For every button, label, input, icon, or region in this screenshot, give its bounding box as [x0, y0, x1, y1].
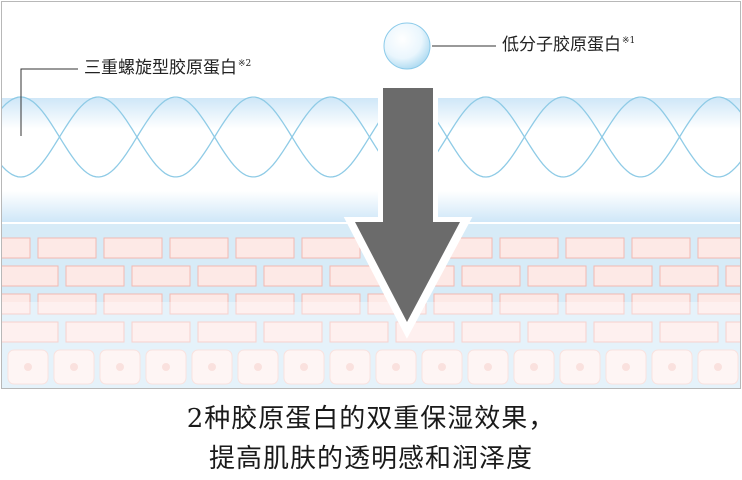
skin-cell-brick	[499, 293, 559, 315]
skin-cell-brick	[263, 265, 323, 287]
cell-nucleus	[392, 363, 400, 371]
helix-band	[2, 98, 740, 222]
low-molecular-text: 低分子胶原蛋白	[502, 35, 621, 55]
cell-nucleus	[254, 363, 262, 371]
skin-cells-layer	[2, 237, 740, 343]
down-arrow-icon	[343, 83, 473, 339]
triple-helix-label: 三重螺旋型胶原蛋白※2	[84, 60, 251, 77]
triple-helix-text: 三重螺旋型胶原蛋白	[84, 58, 237, 78]
skin-cell-brick	[131, 265, 191, 287]
skin-cell-brick	[461, 265, 521, 287]
skin-cell-brick	[697, 293, 740, 315]
skin-cell-brick	[499, 237, 559, 259]
skin-cell-brick	[37, 237, 97, 259]
cell-nucleus	[668, 363, 676, 371]
skin-cell-brick	[593, 321, 653, 343]
cell-nucleus	[576, 363, 584, 371]
collagen-helix	[2, 96, 740, 178]
basal-cells-layer	[7, 349, 739, 385]
cell-nucleus	[714, 363, 722, 371]
cell-nucleus	[300, 363, 308, 371]
diagram-panel: 三重螺旋型胶原蛋白※2 低分子胶原蛋白※1	[1, 1, 741, 389]
helix-strand	[2, 96, 740, 178]
skin-cell-brick	[235, 293, 295, 315]
skin-cell-brick	[197, 321, 257, 343]
skin-cell-brick	[527, 265, 587, 287]
cell-nucleus	[346, 363, 354, 371]
skin-cell-brick	[2, 237, 31, 259]
cell-nucleus	[530, 363, 538, 371]
skin-cell-brick	[2, 321, 59, 343]
skin-cell-brick	[461, 321, 521, 343]
cell-nucleus	[162, 363, 170, 371]
fade-overlay	[2, 302, 740, 388]
skin-cell-brick	[565, 293, 625, 315]
skin-cell-brick	[301, 237, 361, 259]
skin-layers-diagram	[2, 22, 740, 388]
skin-cell-brick	[593, 265, 653, 287]
cell-nucleus	[24, 363, 32, 371]
skin-cell-brick	[329, 321, 389, 343]
triple-helix-leader	[20, 68, 78, 136]
skin-cell-brick	[169, 237, 229, 259]
cell-nucleus	[208, 363, 216, 371]
low-molecular-note: ※1	[622, 36, 636, 47]
skin-cell-brick	[65, 321, 125, 343]
low-molecular-label: 低分子胶原蛋白※1	[502, 37, 635, 54]
skin-cell-brick	[659, 321, 719, 343]
helix-strand	[2, 96, 740, 178]
skin-cell-brick	[65, 265, 125, 287]
skin-cell-brick	[697, 237, 740, 259]
cell-nucleus	[484, 363, 492, 371]
skin-cell-brick	[197, 265, 257, 287]
skin-cell-brick	[131, 321, 191, 343]
cell-nucleus	[70, 363, 78, 371]
caption-line-1: 2种胶原蛋白的双重保湿效果，	[186, 404, 556, 434]
skin-cell-brick	[2, 293, 31, 315]
sphere-icon	[383, 22, 431, 70]
skin-cell-brick	[37, 293, 97, 315]
skin-cell-brick	[103, 237, 163, 259]
skin-cell-brick	[169, 293, 229, 315]
cell-nucleus	[116, 363, 124, 371]
skin-cell-brick	[2, 265, 59, 287]
skin-cell-brick	[725, 265, 740, 287]
skin-cell-brick	[301, 293, 361, 315]
caption-line-2: 提高肌肤的透明感和润泽度	[208, 444, 533, 474]
skin-cell-brick	[235, 237, 295, 259]
skin-cell-brick	[103, 293, 163, 315]
skin-cell-brick	[631, 293, 691, 315]
triple-helix-note: ※2	[238, 59, 252, 70]
skin-cell-brick	[263, 321, 323, 343]
skin-cell-brick	[659, 265, 719, 287]
skin-cell-brick	[725, 321, 740, 343]
skin-cell-brick	[565, 237, 625, 259]
cell-nucleus	[438, 363, 446, 371]
skin-cell-brick	[433, 293, 493, 315]
skin-cell-brick	[527, 321, 587, 343]
skin-cell-brick	[631, 237, 691, 259]
cell-nucleus	[622, 363, 630, 371]
